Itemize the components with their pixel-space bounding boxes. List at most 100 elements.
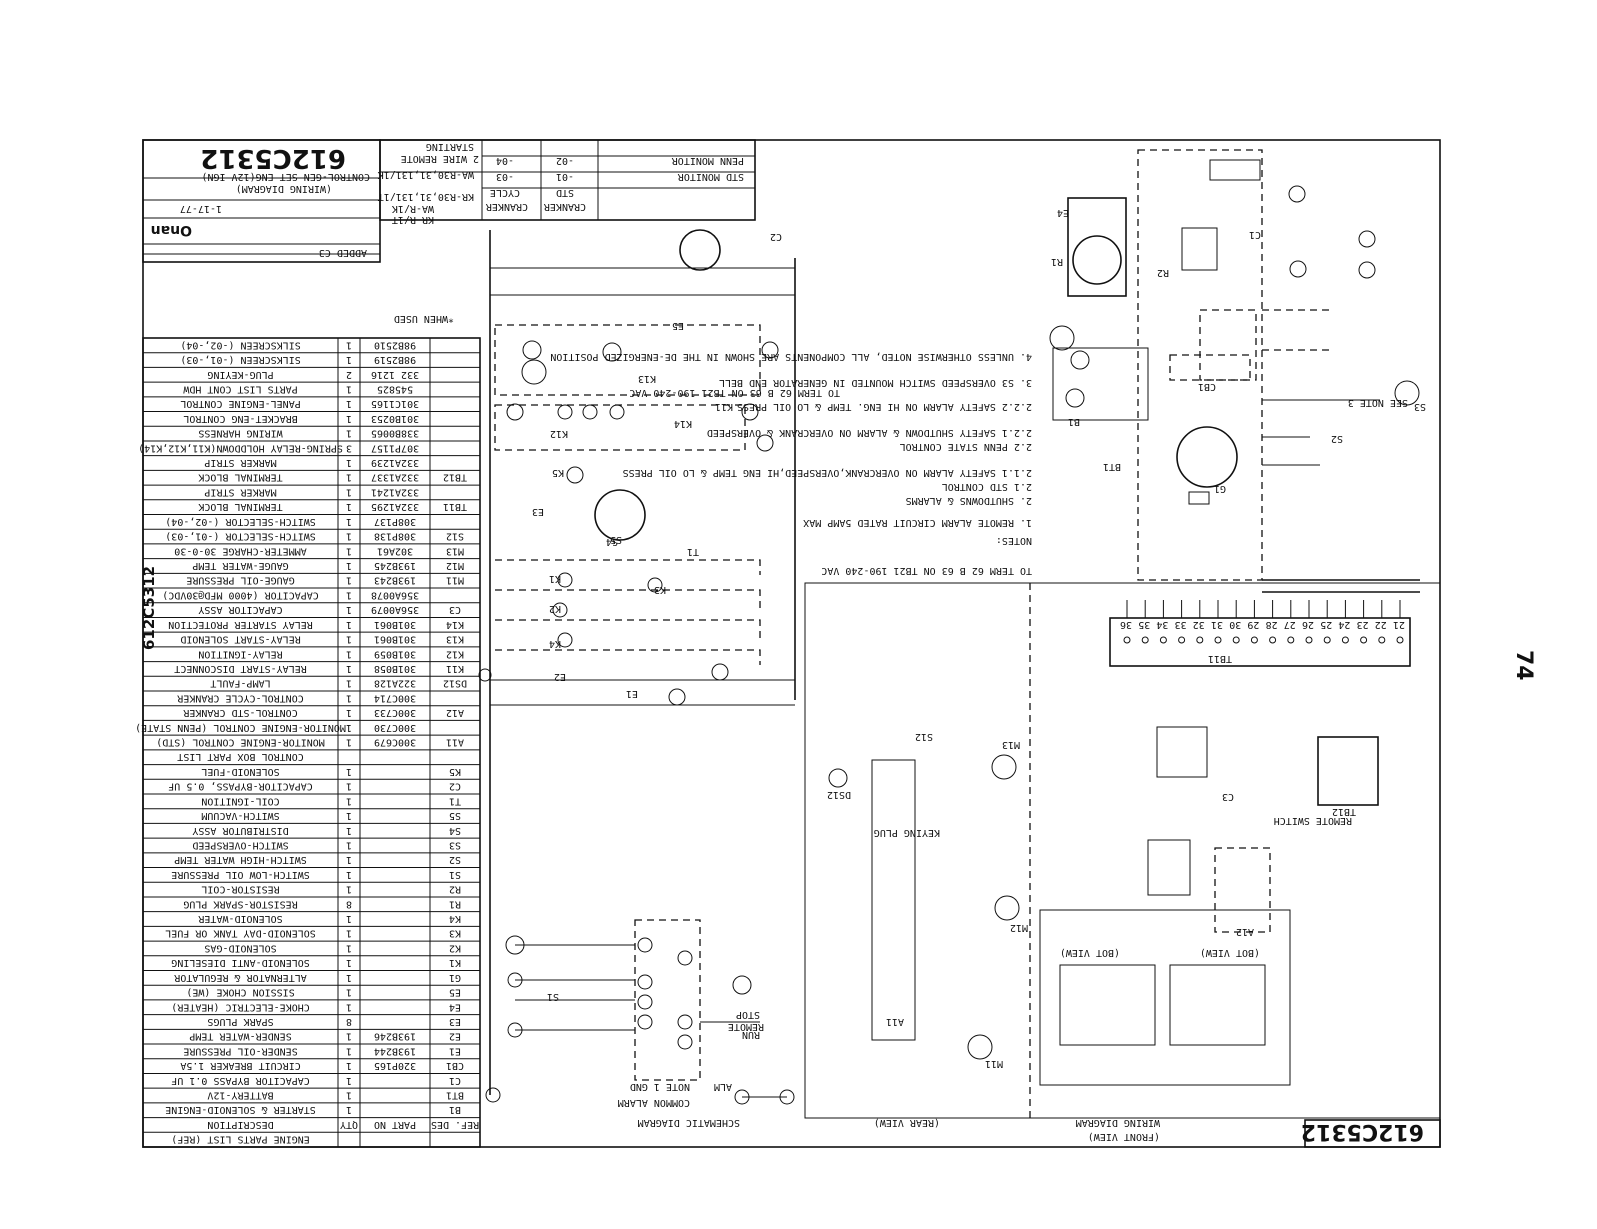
parts-list-row: CONTROL-STD CRANKER [182, 707, 297, 718]
component-ref-k14: K14 [674, 418, 692, 429]
gauge-m12 [994, 895, 1020, 921]
parts-list-row: MARKER STRIP [204, 457, 276, 468]
parts-list-row: BRACKET-ENG CONTROL [183, 413, 297, 424]
terminal-number: 34 [1156, 619, 1168, 630]
parts-list-row: SWITCH-OVERSPEED [192, 839, 288, 850]
component-ref-g1: G1 [1214, 483, 1226, 494]
parts-list-row: 332A1239 [371, 457, 419, 468]
parts-list-row: AMMETER-CHARGE 30-0-30 [174, 545, 306, 556]
parts-list-row: LAMP-FAULT [210, 678, 270, 689]
parts-list-row: 301B0253 [371, 413, 419, 424]
parts-list-row: MONITOR-ENGINE CONTROL (PENN STATE) [135, 722, 346, 733]
parts-list-row: 1 [346, 575, 352, 586]
parts-list-row: SWITCH-LOW OIL PRESSURE [171, 869, 309, 880]
parts-list-row: 1 [346, 1060, 352, 1071]
monitor-a11-rear [871, 759, 916, 1041]
parts-list-row: PLUG-KEYING [207, 369, 273, 380]
parts-list-row: SOLENOID-DAY TANK OR FUEL [165, 928, 316, 939]
parts-list-row: 1 [346, 472, 352, 483]
terminal-number: 36 [1120, 619, 1132, 630]
component-ref-r1: R1 [1051, 256, 1063, 267]
terminal-number: 24 [1338, 619, 1350, 630]
component-ref-a11: A11 [886, 1016, 904, 1027]
component-ref-s1: S1 [547, 991, 559, 1002]
parts-list-row: K4 [449, 913, 461, 924]
cranker-a12 [1214, 847, 1271, 933]
title-block: 612C5312 CONTROL-GEN SET ENG(12V IGN) (W… [142, 139, 381, 263]
parts-list-row: 1 [346, 928, 352, 939]
terminal-screw [1287, 636, 1295, 644]
parts-list-row: 1 [346, 413, 352, 424]
terminal-number: 21 [1393, 619, 1405, 630]
drawing-number-bottom: 612C5312 [1301, 1119, 1424, 1144]
note-2: 2. SHUTDOWNS & ALARMS [906, 495, 1032, 506]
relay-k13 [1147, 839, 1191, 896]
component-ref-k3: K3 [654, 584, 666, 595]
component-ref-s5: S5 [610, 534, 622, 545]
parts-list-row: 1 [346, 869, 352, 880]
parts-list-row: 307P1157 [371, 442, 419, 453]
parts-list-row: C1 [449, 1075, 461, 1086]
parts-list-row: TERMINAL BLOCK [198, 472, 282, 483]
note-2-2-2: 2.2.2 SAFETY ALARM ON HI ENG. TEMP & LO … [737, 401, 1032, 412]
parts-list-row: CIRCUIT BREAKER 1.5A [180, 1060, 300, 1071]
terminal-number: 33 [1175, 619, 1187, 630]
starting-label: STARTING [426, 141, 474, 152]
parts-list-row: 308P138 [374, 531, 416, 542]
notes-block: NOTES: 1. REMOTE ALARM CIRCUIT RATED 5AM… [550, 351, 1032, 576]
terminal-screw [1123, 636, 1131, 644]
parts-list-row: CB1 [446, 1060, 464, 1071]
parts-list-row: 1 [346, 884, 352, 895]
component-ref-bt1: BT1 [1103, 461, 1121, 472]
terminal-screw [1269, 636, 1277, 644]
component-ref-k4: K4 [549, 638, 561, 649]
parts-list-row: SWITCH-SELECTOR (-02,-04) [165, 516, 316, 527]
parts-list-row: 1 [346, 795, 352, 806]
parts-list-row: 193B246 [374, 1031, 416, 1042]
parts-list-row: 1 [346, 634, 352, 645]
parts-list-row: 1 [346, 545, 352, 556]
notes-heading: NOTES: [996, 535, 1032, 546]
parts-list-row: R2 [449, 884, 461, 895]
parts-list-column-header: QTY [340, 1119, 358, 1130]
terminal-screw [1232, 636, 1240, 644]
parts-list-row: 308P137 [374, 516, 416, 527]
terminal-screw [1250, 636, 1258, 644]
parts-list-row: 301B059 [374, 648, 416, 659]
terminal-screw [1360, 636, 1368, 644]
parts-list-row: 338B0065 [371, 428, 419, 439]
parts-list-row: SISSION CHOKE (WE) [186, 987, 294, 998]
terminal-number: 25 [1320, 619, 1332, 630]
model-1: WA-R30,31,131/1K [378, 169, 474, 180]
terminal-block-tb11 [1109, 617, 1411, 667]
terminal-number: 26 [1302, 619, 1314, 630]
parts-list-row: A12 [446, 707, 464, 718]
starting-value: 2 WIRE REMOTE [401, 153, 479, 164]
variant-row2-b: -03 [496, 171, 514, 182]
parts-list-row: SWITCH-SELECTOR (-01,-03) [165, 531, 316, 542]
parts-list-row: PANEL-ENGINE CONTROL [180, 398, 300, 409]
engine-wiring-diagram: SEE NOTE 3 [1049, 149, 1420, 593]
note-3: 3. S3 OVERSPEED SWITCH MOUNTED IN GENERA… [719, 377, 1032, 388]
parts-list-row: K3 [449, 928, 461, 939]
alm-label: ALM [714, 1081, 732, 1092]
terminal-block-tb12 [1317, 736, 1379, 806]
component-ref-k13: K13 [638, 373, 656, 384]
wiring-title: WIRING DIAGRAM [1076, 1117, 1160, 1128]
note1-gnd-label: NOTE 1 GND [630, 1081, 690, 1092]
component-ref-cb1: CB1 [1198, 381, 1216, 392]
parts-list-row: MONITOR-ENGINE CONTROL (STD) [156, 737, 325, 748]
component-ref-e3: E3 [532, 506, 544, 517]
distributor-s4-wiring [1067, 197, 1127, 297]
parts-list-row: C3 [449, 604, 461, 615]
note-2-2-1: 2.2.1 SAFETY SHUTDOWN & ALARM ON OVERCRA… [707, 427, 1032, 438]
parts-list-row: SOLENOID-GAS [204, 942, 276, 953]
parts-list-row: 98B2510 [374, 339, 416, 350]
variant-row4-b: CRANKER [485, 201, 528, 212]
parts-list-row: 1 [346, 722, 352, 733]
component-ref-tb12: TB12 [1332, 806, 1356, 817]
remote-label: REMOTE [728, 1021, 764, 1032]
bot-view-2: (BOT VIEW) [1200, 947, 1260, 958]
drawing-number-vertical: 612C5312 [140, 566, 158, 650]
parts-list-row: 300C733 [374, 707, 416, 718]
